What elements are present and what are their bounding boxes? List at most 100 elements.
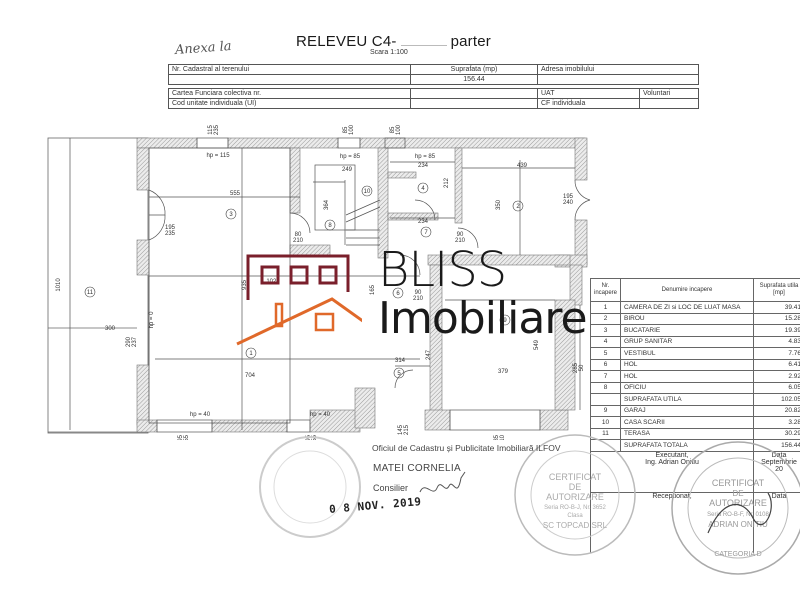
svg-text:704: 704 — [245, 373, 256, 379]
cadastral-label: Nr. Cadastral al terenului — [168, 64, 411, 75]
svg-text:hp = 40: hp = 40 — [310, 412, 331, 418]
room-number-4: 4 — [421, 186, 425, 192]
col-header-area: Suprafata utila [mp] — [753, 278, 800, 302]
svg-text:364: 364 — [324, 199, 330, 210]
svg-text:100: 100 — [396, 124, 402, 135]
svg-text:100: 100 — [349, 124, 355, 135]
room-number-1: 1 — [249, 351, 253, 357]
svg-text:hp = 0: hp = 0 — [149, 311, 155, 329]
annex-handwritten-note: Anexa la — [174, 39, 233, 58]
title-redacted — [400, 37, 447, 46]
cert-stamp-topcad-icon: CERTIFICAT DE AUTORIZARE Seria RO-B-J, N… — [514, 434, 636, 556]
svg-text:90: 90 — [415, 290, 422, 296]
svg-text:350: 350 — [496, 199, 502, 210]
svg-text:935: 935 — [242, 279, 248, 290]
svg-text:Seria RO-B-J, Nr. 3652: Seria RO-B-J, Nr. 3652 — [544, 505, 606, 511]
ui-code-value — [410, 98, 538, 109]
ocpi-round-stamp-icon — [259, 436, 361, 538]
header-table: Nr. Cadastral al terenului Suprafata (mp… — [168, 64, 699, 109]
svg-text:237: 237 — [132, 336, 138, 347]
svg-text:549: 549 — [534, 339, 540, 350]
room-number-6: 6 — [396, 291, 400, 297]
svg-text:Clasa: Clasa — [567, 513, 583, 519]
svg-text:DE: DE — [732, 489, 743, 498]
svg-text:285: 285 — [494, 434, 500, 440]
svg-text:155: 155 — [184, 434, 190, 440]
svg-text:234: 234 — [418, 163, 429, 169]
room-number-3: 3 — [229, 212, 233, 218]
rooms-table: Nr. incapere Denumire incapere Suprafata… — [589, 278, 800, 553]
date-label: Data — [771, 451, 787, 459]
official-signature-icon — [419, 471, 466, 493]
svg-text:ADRIAN ONITIU: ADRIAN ONITIU — [708, 520, 768, 529]
svg-text:145: 145 — [398, 424, 404, 435]
title-suffix: parter — [450, 33, 491, 50]
room-number-5: 5 — [397, 371, 401, 377]
svg-text:hp = 40: hp = 40 — [190, 412, 211, 418]
col-header-name: Denumire incapere — [620, 278, 754, 302]
address-label: Adresa imobilului — [537, 64, 699, 75]
room-number-7: 7 — [424, 230, 428, 236]
svg-text:285: 285 — [573, 362, 579, 373]
brand-name-bliss: BLISS — [378, 242, 507, 298]
svg-text:195: 195 — [165, 225, 176, 231]
title-prefix: RELEVEU C4- — [296, 33, 397, 50]
floor-plan: 1 2 3 4 5 6 7 8 9 10 11 hp = 115 hp = 85… — [47, 124, 591, 440]
svg-text:210: 210 — [413, 296, 424, 302]
svg-text:212: 212 — [444, 177, 450, 188]
uat-label: UAT — [537, 88, 640, 99]
executant-label: Executant, — [655, 451, 689, 459]
room-number-11: 11 — [87, 290, 94, 296]
svg-text:115: 115 — [208, 125, 214, 135]
svg-text:555: 555 — [230, 191, 241, 197]
svg-text:249: 249 — [342, 167, 353, 173]
uat-value: Voluntari — [639, 88, 699, 99]
area-label: Suprafata (mp) — [410, 64, 538, 75]
svg-text:235: 235 — [214, 124, 220, 135]
svg-text:SC TOPCAD SRL: SC TOPCAD SRL — [543, 521, 608, 530]
svg-text:50: 50 — [579, 364, 585, 371]
room-number-10: 10 — [364, 189, 371, 195]
area-value: 156.44 — [410, 74, 538, 85]
cf-individual-value — [639, 98, 699, 109]
svg-text:hp = 85: hp = 85 — [340, 154, 361, 160]
svg-text:1010: 1010 — [56, 278, 62, 292]
svg-text:85: 85 — [390, 126, 396, 133]
svg-text:CERTIFICAT: CERTIFICAT — [549, 472, 602, 482]
address-value — [537, 74, 699, 85]
document-title: RELEVEU C4- parter — [296, 33, 491, 50]
svg-text:235: 235 — [165, 231, 176, 237]
bliss-logo-icon — [236, 254, 362, 346]
receptionat-label: Receptionat, — [652, 492, 692, 500]
svg-text:290: 290 — [126, 336, 132, 347]
cadastral-value — [168, 74, 411, 85]
cf-collective-value — [410, 88, 538, 99]
svg-text:hp = 85: hp = 85 — [415, 154, 436, 160]
official-name: MATEI CORNELIA — [373, 463, 461, 474]
svg-text:80: 80 — [295, 232, 302, 238]
ui-code-label: Cod unitate individuala (UI) — [168, 98, 411, 109]
room-number-2: 2 — [516, 204, 520, 210]
svg-text:210: 210 — [293, 238, 304, 244]
svg-text:90: 90 — [457, 232, 464, 238]
date-label-2: Data — [771, 492, 787, 500]
svg-text:379: 379 — [498, 369, 509, 375]
svg-text:300: 300 — [105, 326, 116, 332]
svg-text:AUTORIZARE: AUTORIZARE — [546, 492, 604, 502]
svg-text:234: 234 — [418, 219, 429, 225]
svg-text:hp = 115: hp = 115 — [206, 153, 230, 159]
svg-text:247: 247 — [426, 349, 432, 360]
room-number-9: 9 — [503, 318, 507, 324]
svg-text:195: 195 — [178, 434, 184, 440]
svg-text:CATEGORIA D: CATEGORIA D — [714, 551, 761, 558]
svg-text:85: 85 — [343, 126, 349, 133]
